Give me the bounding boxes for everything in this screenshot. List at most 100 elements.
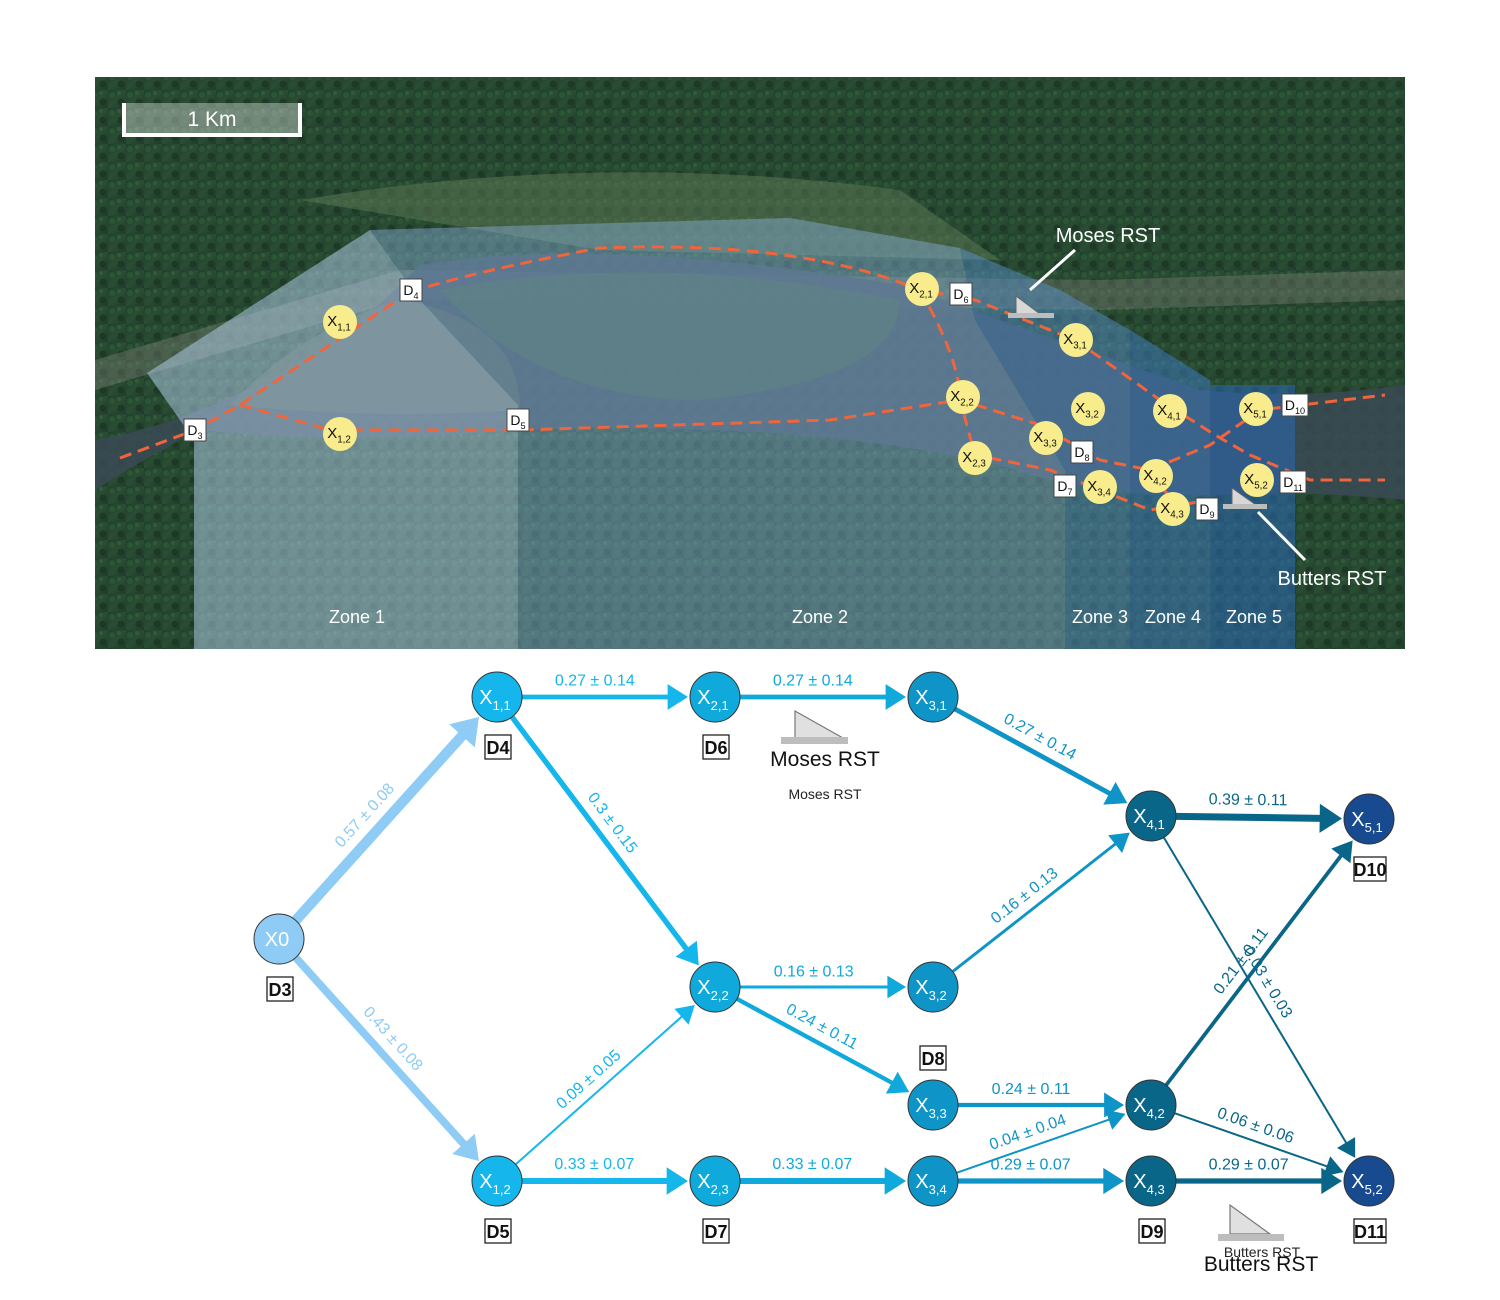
- map-node-label-base: X: [1087, 478, 1097, 495]
- map-detector-label-base: D: [1283, 474, 1293, 490]
- map-detector-label-base: D: [953, 286, 963, 302]
- map-detector-box: [1281, 393, 1309, 417]
- edge-label: 0.29 ± 0.07: [1209, 1156, 1289, 1173]
- scale-bar-label: 1 Km: [187, 108, 236, 131]
- map-node-marker: [1083, 470, 1117, 504]
- edge-arrowhead: [449, 717, 479, 748]
- map-detector-label-base: D: [403, 282, 413, 298]
- network-node-label-subscript: 5,2: [1365, 1182, 1383, 1197]
- edge-line: [292, 954, 468, 1148]
- map-node-label-subscript: 5,2: [1254, 481, 1268, 492]
- network-node-label-base: X: [915, 1095, 928, 1117]
- edge-arrowhead: [1319, 803, 1343, 833]
- network-node-label: X2,1: [697, 687, 728, 713]
- map-detector-label-subscript: 4: [414, 291, 419, 301]
- network-node: [907, 1155, 959, 1207]
- network-node-label: X5,1: [1351, 809, 1382, 835]
- network-detector-label: D5: [486, 1222, 509, 1242]
- callout-line: [1256, 510, 1307, 562]
- network-node-label: X0: [265, 929, 289, 951]
- network-node-label-subscript: 4,3: [1147, 1182, 1165, 1197]
- trap-icon-base: [1223, 504, 1267, 509]
- edge-label: 0.39 ± 0.11: [1209, 791, 1288, 809]
- network-node-label-base: X: [1351, 809, 1364, 831]
- map-node-marker: [1029, 421, 1063, 455]
- network-node-label-base: X0: [265, 929, 289, 951]
- map-node-label-base: X: [1075, 400, 1085, 417]
- map-detector-label: D11: [1283, 474, 1303, 493]
- network-node-label-subscript: 3,4: [929, 1182, 947, 1197]
- map-clearing: [300, 172, 1000, 260]
- network-node-label: X2,2: [697, 977, 728, 1003]
- network-node-label: X1,2: [479, 1171, 510, 1197]
- map-node-label-base: X: [909, 280, 919, 297]
- network-node-label-subscript: 2,3: [711, 1182, 729, 1197]
- map-detector-label: D4: [403, 282, 418, 301]
- zone-label: Zone 2: [792, 607, 848, 627]
- network-detector-label: D6: [704, 738, 727, 758]
- trap-label-small: Moses RST: [788, 786, 862, 802]
- map-node-label: X3,1: [1063, 331, 1087, 352]
- network-node-label-base: X: [915, 687, 928, 709]
- network-node-label: X3,4: [915, 1171, 946, 1197]
- map-node-markers: X1,1X1,2X2,1X2,2X2,3X3,1X3,2X3,3X3,4X4,1…: [323, 272, 1274, 526]
- map-node-label-subscript: 1,1: [337, 323, 351, 334]
- edge-arrowhead: [452, 1133, 479, 1161]
- map-node-label-base: X: [1160, 500, 1170, 517]
- network-node-label-base: X: [1133, 1171, 1146, 1193]
- edge-arrowhead: [885, 684, 906, 710]
- map-node-label: X3,2: [1075, 400, 1099, 421]
- callout-label: Moses RST: [1056, 225, 1160, 247]
- network-node: [471, 1155, 523, 1207]
- zone-labels: Zone 1 Zone 2 Zone 3 Zone 4 Zone 5: [329, 607, 1282, 627]
- network-detector-label: D8: [921, 1049, 944, 1069]
- network-detector-label: D4: [486, 738, 509, 758]
- network-node-label-base: X: [915, 977, 928, 999]
- network-node-label: X1,1: [479, 687, 510, 713]
- network-diagram: 0.57 ± 0.080.43 ± 0.080.27 ± 0.140.3 ± 0…: [253, 671, 1395, 1276]
- map-node-label-subscript: 4,1: [1167, 412, 1181, 423]
- map-node-label-base: X: [1143, 467, 1153, 484]
- network-node: [1343, 1155, 1395, 1207]
- network-detector-label: D7: [704, 1222, 727, 1242]
- map-detector-label-base: D: [1074, 444, 1084, 460]
- trap-icon-base: [1008, 313, 1054, 318]
- map-detector-label: D6: [953, 286, 968, 305]
- map-node-label: X2,3: [962, 449, 986, 470]
- edge-arrowhead: [675, 940, 699, 966]
- network-node-label-subscript: 3,2: [929, 988, 947, 1003]
- network-node-label-subscript: 4,1: [1147, 817, 1165, 832]
- map-detector-label-subscript: 5: [521, 421, 526, 431]
- map-node-label-subscript: 3,4: [1097, 488, 1111, 499]
- network-detector-box: [702, 734, 730, 760]
- edge-label: 0.24 ± 0.11: [992, 1081, 1071, 1098]
- edge-label: 0.16 ± 0.13: [774, 964, 854, 981]
- network-detector-label: D11: [1354, 1222, 1386, 1242]
- edge-label: 0.33 ± 0.07: [554, 1156, 634, 1173]
- map-detector-label-subscript: 3: [198, 431, 203, 441]
- migration-path: [409, 245, 1385, 482]
- edge-line: [1174, 1112, 1329, 1168]
- network-node: [1125, 1079, 1177, 1131]
- map-node-marker: [323, 417, 357, 451]
- edge-label: 0.27 ± 0.14: [555, 673, 635, 690]
- map-node-label: X4,2: [1143, 467, 1167, 488]
- edge-arrowhead: [667, 684, 688, 710]
- map-node-label-subscript: 2,1: [919, 290, 933, 301]
- map-detector-label-subscript: 10: [1295, 406, 1305, 416]
- map-node-label-base: X: [1243, 400, 1253, 417]
- trap-label: Butters RST: [1204, 1253, 1319, 1276]
- map-detector-label-subscript: 11: [1293, 483, 1302, 493]
- edge-line: [956, 1118, 1111, 1174]
- map-detector-box: [1070, 440, 1094, 464]
- map-detector-box: [1195, 497, 1219, 521]
- map-node-label-base: X: [1063, 331, 1073, 348]
- edge-arrowhead: [1103, 781, 1128, 805]
- edge-arrowhead: [1105, 1109, 1126, 1130]
- map-detector-box: [949, 282, 973, 306]
- trap-icon-base: [781, 737, 848, 744]
- map-node-label-subscript: 2,2: [960, 398, 974, 409]
- edge-label: 0.33 ± 0.07: [772, 1156, 852, 1173]
- map-detector-label-subscript: 6: [964, 295, 969, 305]
- network-node: [689, 1155, 741, 1207]
